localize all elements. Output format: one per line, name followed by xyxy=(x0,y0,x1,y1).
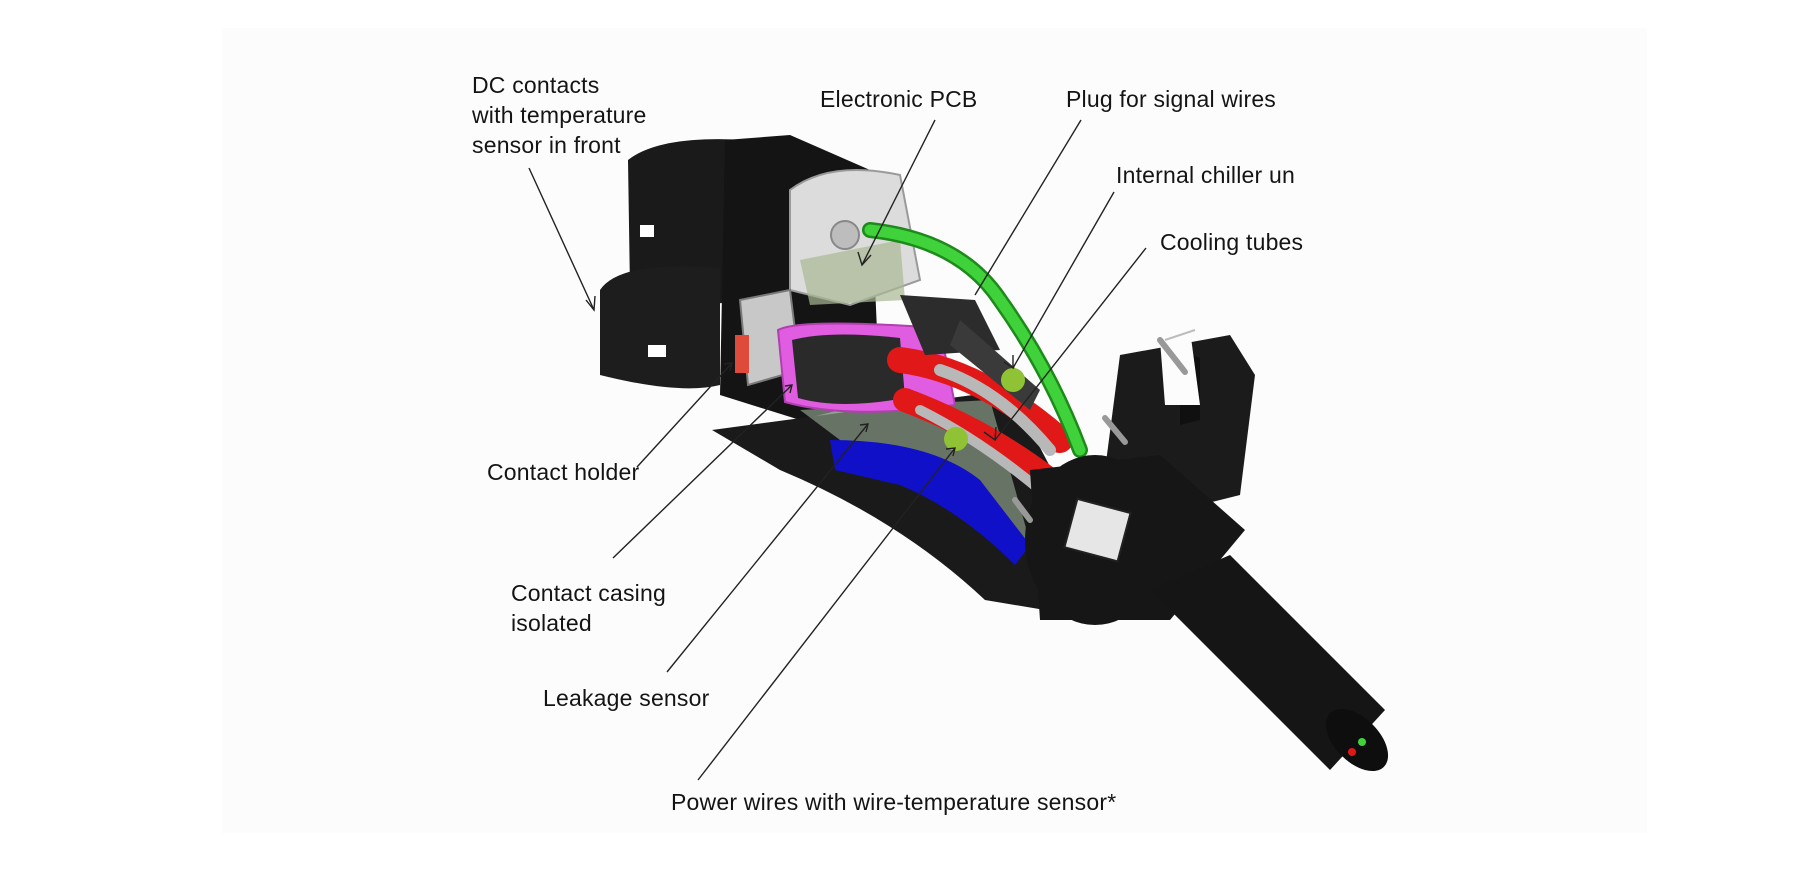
label-contact-casing-line2: isolated xyxy=(511,610,592,636)
coolant-fittings xyxy=(1012,337,1188,523)
leakage-sensor-channel xyxy=(830,440,1030,565)
dc-contact-heads xyxy=(600,139,745,389)
label-contact-casing-line1: Contact casing xyxy=(511,580,666,606)
temperature-sensor-dot-upper xyxy=(1001,368,1025,392)
label-internal-chiller: Internal chiller un xyxy=(1116,162,1295,188)
label-contact-holder: Contact holder xyxy=(487,459,640,485)
label-leakage-sensor: Leakage sensor xyxy=(543,685,710,711)
label-dc-contacts-line1: DC contacts xyxy=(472,72,600,98)
signal-wire xyxy=(862,222,1088,458)
label-electronic-pcb: Electronic PCB xyxy=(820,86,978,112)
cable-outlet xyxy=(1150,555,1389,772)
power-wires xyxy=(887,347,1073,495)
label-plug-signal-wires: Plug for signal wires xyxy=(1066,86,1277,112)
label-contact-casing: Contact casing isolated xyxy=(511,578,666,638)
label-dc-contacts-line3: sensor in front xyxy=(472,132,621,158)
label-dc-contacts: DC contacts with temperature sensor in f… xyxy=(472,70,647,160)
leader-arrowheads xyxy=(585,251,1014,457)
label-cooling-tubes: Cooling tubes xyxy=(1160,229,1304,255)
temperature-sensor-dot-lower xyxy=(944,427,968,451)
pcb-housing xyxy=(789,169,922,307)
label-power-wires: Power wires with wire-temperature sensor… xyxy=(671,789,1117,815)
leader-lines xyxy=(528,119,1147,781)
label-dc-contacts-line2: with temperature xyxy=(472,102,647,128)
